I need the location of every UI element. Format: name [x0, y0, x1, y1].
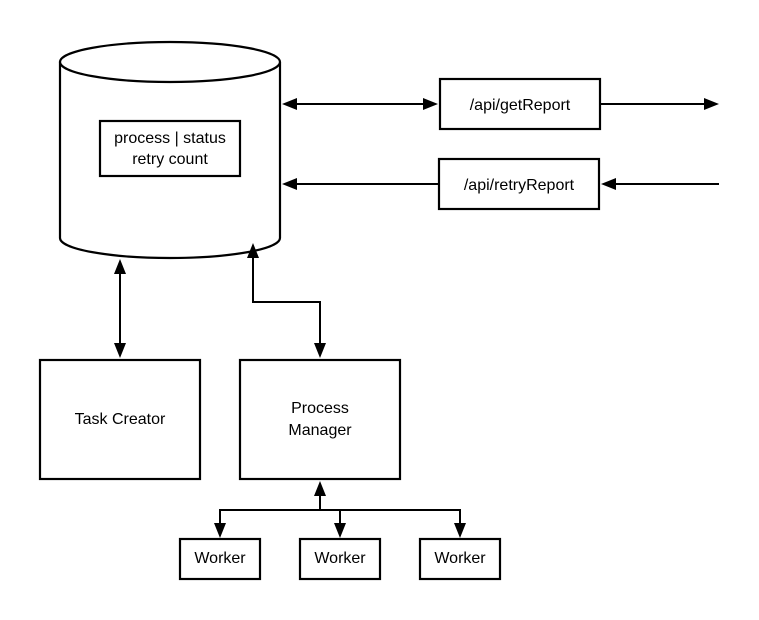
arrowhead-up-icon: [314, 481, 326, 496]
worker-box: [178, 537, 262, 581]
worker-node-2[interactable]: Worker: [298, 537, 382, 581]
api-get-report-node[interactable]: /api/getReport: [438, 77, 602, 131]
arrowhead-down-icon: [454, 523, 466, 538]
process-manager-label-line1: Process: [291, 400, 349, 417]
database-label-line2: retry count: [132, 151, 208, 168]
arrowhead-down-icon: [114, 343, 126, 358]
arrowhead-down-icon: [314, 343, 326, 358]
worker-node-1[interactable]: Worker: [178, 537, 262, 581]
arrowhead-left-icon: [601, 178, 616, 190]
database-top: [58, 40, 282, 84]
worker-box: [298, 537, 382, 581]
worker-label: Worker: [434, 550, 486, 567]
edge-db-taskcreator: [114, 259, 126, 358]
worker-box: [418, 537, 502, 581]
task-creator-label: Task Creator: [75, 411, 166, 428]
task-creator-node[interactable]: Task Creator: [38, 358, 202, 481]
arrowhead-left-icon: [282, 178, 297, 190]
api-retry-report-box: [437, 157, 601, 211]
arrowhead-down-icon: [214, 523, 226, 538]
edge-external-retryreport: [601, 178, 719, 190]
edge-db-processmanager: [247, 243, 326, 358]
worker-node-3[interactable]: Worker: [418, 537, 502, 581]
edge-getreport-external: [600, 98, 719, 110]
process-manager-node[interactable]: Process Manager: [238, 358, 402, 481]
api-retry-report-node[interactable]: /api/retryReport: [437, 157, 601, 211]
arrowhead-left-icon: [282, 98, 297, 110]
arrowhead-right-icon: [423, 98, 438, 110]
api-retry-report-label: /api/retryReport: [464, 177, 575, 194]
database-schema-box: [98, 119, 242, 178]
edge-db-getreport: [282, 98, 438, 110]
edge-processmanager-workers: [214, 481, 466, 538]
api-get-report-label: /api/getReport: [470, 97, 571, 114]
process-manager-box: [238, 358, 402, 481]
arrowhead-up-icon: [114, 259, 126, 274]
worker-label: Worker: [194, 550, 246, 567]
process-manager-label-line2: Manager: [288, 422, 352, 439]
edge-retryreport-db: [282, 178, 439, 190]
arrowhead-down-icon: [334, 523, 346, 538]
arrowhead-up-icon: [247, 243, 259, 258]
worker-label: Worker: [314, 550, 366, 567]
database-label-line1: process | status: [114, 130, 226, 147]
database-cylinder[interactable]: process | status retry count: [58, 40, 282, 260]
api-get-report-box: [438, 77, 602, 131]
task-creator-box: [38, 358, 202, 481]
arrowhead-right-icon: [704, 98, 719, 110]
